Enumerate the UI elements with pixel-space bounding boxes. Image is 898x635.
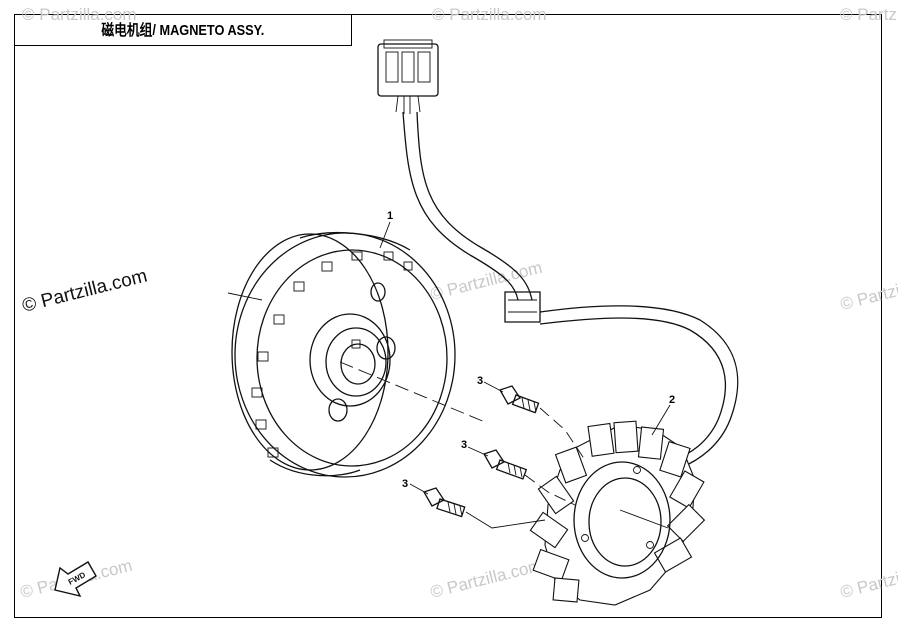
connector-plug bbox=[377, 39, 439, 114]
bolt-bottom bbox=[423, 487, 466, 518]
watermark-bottom-center: © Partzilla.com bbox=[428, 556, 544, 602]
leader-lines bbox=[379, 221, 671, 529]
flywheel-rotor bbox=[227, 231, 486, 478]
stator bbox=[529, 420, 706, 606]
watermark-top-center: © Partzilla.com bbox=[432, 5, 547, 24]
callout-stator: 2 bbox=[669, 394, 675, 406]
callout-flywheel: 1 bbox=[387, 210, 393, 222]
callout-bolt-middle: 3 bbox=[461, 439, 467, 451]
title-box: 磁电机组/ MAGNETO ASSY. bbox=[14, 14, 352, 46]
bolt-top bbox=[499, 385, 540, 414]
watermark-partzilla: © Partzilla.com bbox=[20, 266, 149, 317]
fwd-arrow-icon: FWD bbox=[54, 561, 97, 598]
watermark-top-left: © Partzilla.com bbox=[22, 5, 137, 24]
watermark-right: © Partzilla.com bbox=[838, 268, 898, 314]
callout-bolt-bottom: 3 bbox=[402, 478, 408, 490]
wire-harness bbox=[402, 111, 739, 469]
callout-bolt-top: 3 bbox=[477, 375, 483, 387]
watermark-top-right: © Partzilla.com bbox=[840, 5, 898, 24]
watermarks: © Partzilla.com © Partzilla.com © Partzi… bbox=[18, 5, 898, 602]
watermark-bottom-right: © Partzilla.com bbox=[838, 556, 898, 602]
bolt-middle bbox=[483, 449, 528, 480]
diagram-frame bbox=[14, 14, 882, 618]
page-title: 磁电机组/ MAGNETO ASSY. bbox=[101, 22, 264, 39]
